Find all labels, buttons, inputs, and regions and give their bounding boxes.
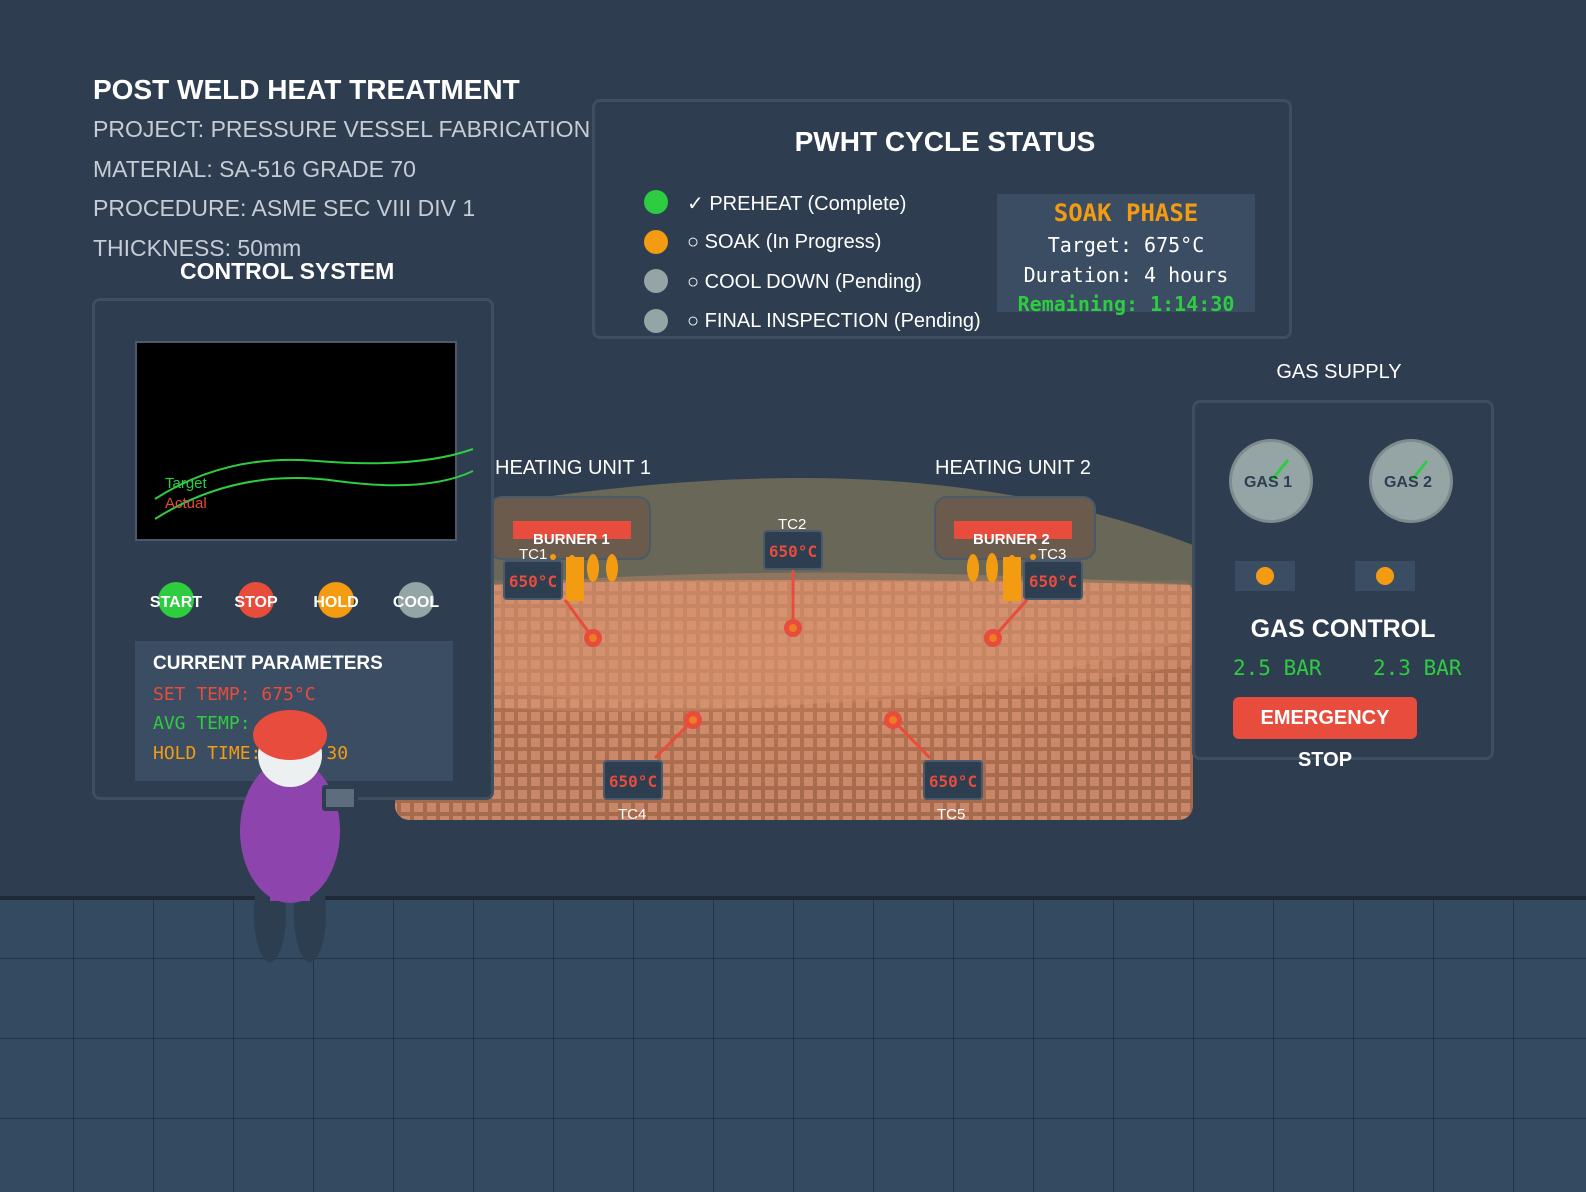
stage-cooldown-label: ○ COOL DOWN (Pending) <box>687 271 922 293</box>
tc3-name: TC3 <box>1038 546 1067 563</box>
cycle-status-panel: PWHT CYCLE STATUS ✓ PREHEAT (Complete) ○… <box>592 99 1292 339</box>
actual-trend-label: Actual <box>165 495 207 512</box>
worker-torso-lower <box>270 865 310 901</box>
tc3-readout[interactable]: 650°C <box>1023 560 1083 600</box>
phase-info-box: SOAK PHASE Target: 675°C Duration: 4 hou… <box>997 194 1255 316</box>
phase-remaining: Remaining: 1:14:30 <box>1017 292 1235 316</box>
vessel-shell <box>490 572 1193 706</box>
stage-preheat-label: ✓ PREHEAT (Complete) <box>687 193 907 215</box>
stage-inspection-label: ○ FINAL INSPECTION (Pending) <box>687 310 981 332</box>
tc1-readout[interactable]: 650°C <box>503 560 563 600</box>
tc5-readout[interactable]: 650°C <box>923 760 983 800</box>
cool-button-label[interactable]: COOL <box>392 594 440 611</box>
tc4-readout[interactable]: 650°C <box>603 760 663 800</box>
gas-2-valve-box <box>1355 561 1415 591</box>
material-label: MATERIAL: SA-516 GRADE 70 <box>93 156 416 182</box>
gas-2-needle <box>1409 460 1429 482</box>
gas-1-valve-box <box>1235 561 1295 591</box>
page-title: POST WELD HEAT TREATMENT <box>93 74 520 105</box>
burner-1-bar <box>513 521 631 539</box>
stage-cooldown-indicator <box>644 269 668 293</box>
tc1-name: TC1 <box>519 546 548 563</box>
gas-1-valve-knob[interactable] <box>1256 567 1274 585</box>
worker-figure <box>240 710 358 962</box>
parameters-title: CURRENT PARAMETERS <box>153 653 383 674</box>
heating-unit-2-label: HEATING UNIT 2 <box>935 457 1091 479</box>
gas-1-gauge <box>1229 439 1313 523</box>
target-trend-label: Target <box>165 475 207 492</box>
burner-2-label: BURNER 2 <box>973 531 1050 548</box>
tc2-name: TC2 <box>778 516 807 533</box>
stage-inspection-indicator <box>644 309 668 333</box>
start-button[interactable] <box>158 582 194 618</box>
gas-2-valve-knob[interactable] <box>1376 567 1394 585</box>
stage-preheat-indicator <box>644 190 668 214</box>
thermocouple-probes <box>550 554 1036 729</box>
procedure-label: PROCEDURE: ASME SEC VIII DIV 1 <box>93 195 476 221</box>
set-temp-value: SET TEMP: 675°C <box>153 684 316 705</box>
tc2-readout[interactable]: 650°C <box>763 530 823 570</box>
trend-lines <box>154 448 474 520</box>
worker-body <box>240 759 340 903</box>
burner-1-label: BURNER 1 <box>533 531 610 548</box>
stage-soak-label: ○ SOAK (In Progress) <box>687 231 882 253</box>
gas-supply-panel: GAS 1 GAS 2 GAS CONTROL 2.5 BAR 2.3 BAR … <box>1192 400 1494 771</box>
hold-button[interactable] <box>318 582 354 618</box>
cool-button[interactable] <box>398 582 434 618</box>
emergency-stop-button[interactable]: EMERGENCY STOP <box>1233 697 1417 771</box>
phase-title: SOAK PHASE <box>1053 199 1199 227</box>
temperature-trend-screen: Target Actual <box>135 341 474 541</box>
hard-hat-icon <box>253 710 327 760</box>
gas-2-gauge <box>1369 439 1453 523</box>
gas-2-label: GAS 2 <box>1383 474 1432 491</box>
gas-2-pressure: 2.3 BAR <box>1373 656 1462 680</box>
target-trend-line <box>154 448 474 500</box>
gas-1-needle <box>1269 459 1290 482</box>
tablet-screen <box>326 789 354 807</box>
gas-1-pressure: 2.5 BAR <box>1233 656 1322 680</box>
actual-trend-line <box>154 470 474 520</box>
floor-edge <box>0 896 1586 900</box>
tc5-name: TC5 <box>937 806 966 823</box>
thickness-label: THICKNESS: 50mm <box>93 235 302 261</box>
hold-button-label[interactable]: HOLD <box>313 594 359 611</box>
start-button-label[interactable]: START <box>149 594 203 611</box>
burner-2-bar <box>954 521 1072 539</box>
phase-duration: Duration: 4 hours <box>1023 263 1229 287</box>
cycle-status-title: PWHT CYCLE STATUS <box>794 126 1096 157</box>
stop-button-label[interactable]: STOP <box>234 594 278 611</box>
heating-unit-1-label: HEATING UNIT 1 <box>495 457 651 479</box>
stop-button[interactable] <box>238 582 274 618</box>
gas-1-label: GAS 1 <box>1243 474 1292 491</box>
burner-2-flames <box>967 553 1021 601</box>
stage-soak-indicator <box>644 230 668 254</box>
burner-1-flames <box>566 554 618 601</box>
phase-target: Target: 675°C <box>1047 233 1205 257</box>
project-label: PROJECT: PRESSURE VESSEL FABRICATION <box>93 116 591 142</box>
tc4-name: TC4 <box>618 806 647 823</box>
gas-supply-title: GAS SUPPLY <box>1276 361 1402 383</box>
control-system-title: CONTROL SYSTEM <box>180 258 395 284</box>
gas-control-title: GAS CONTROL <box>1250 615 1436 643</box>
